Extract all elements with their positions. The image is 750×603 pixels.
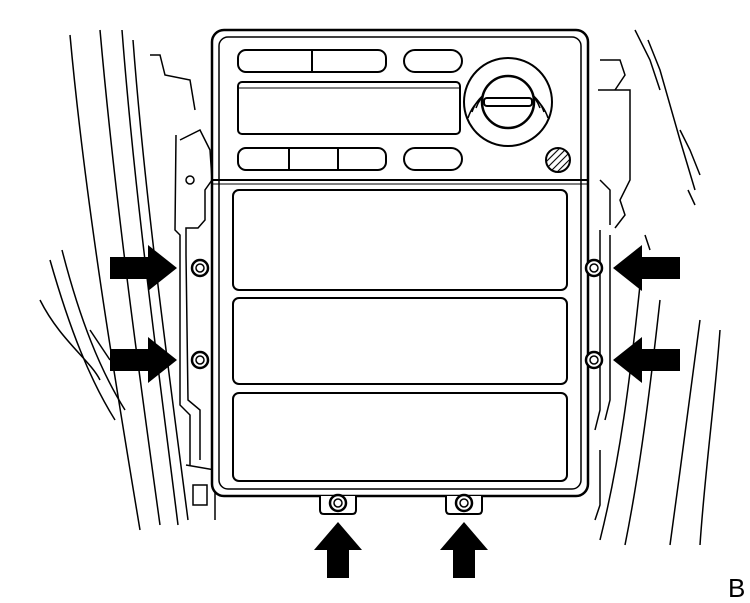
radio-button-row-top xyxy=(237,49,463,73)
face-panel-upper xyxy=(232,189,568,291)
fastener-hole-icon xyxy=(584,258,604,278)
figure-corner-label: B xyxy=(728,573,746,603)
right-dash-trim xyxy=(594,29,721,546)
fastener-hole-icon xyxy=(454,493,474,513)
rotary-knob-icon xyxy=(463,57,553,147)
hatched-indicator-knob xyxy=(545,147,571,173)
fastener-hole-icon xyxy=(584,350,604,370)
face-panel-lower xyxy=(232,392,568,482)
arrow-icon xyxy=(613,337,680,383)
fastener-holes xyxy=(190,258,604,513)
fastener-hole-icon xyxy=(190,258,210,278)
radio-button-row-bottom xyxy=(237,147,463,171)
arrow-icon xyxy=(440,522,488,578)
fastener-arrows xyxy=(110,245,680,578)
arrow-icon xyxy=(314,522,362,578)
radio-display-window xyxy=(237,81,461,135)
arrow-icon xyxy=(110,337,177,383)
fastener-hole-icon xyxy=(190,350,210,370)
fastener-hole-icon xyxy=(328,493,348,513)
arrow-icon xyxy=(110,245,177,291)
face-panel-middle xyxy=(232,297,568,385)
radio-panel xyxy=(210,28,590,515)
left-dash-trim xyxy=(39,29,216,531)
arrow-icon xyxy=(613,245,680,291)
